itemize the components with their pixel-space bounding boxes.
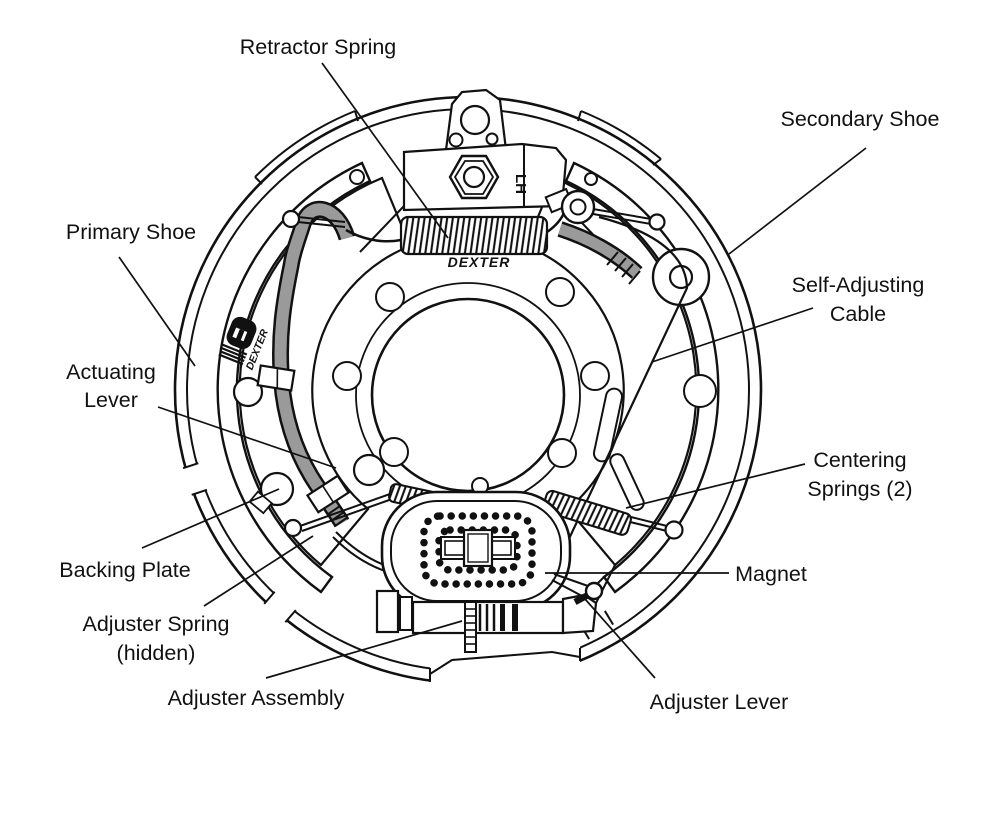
- leader-secondary-shoe: [728, 147, 867, 255]
- star-wheel-tooth: [500, 604, 505, 631]
- label-self-adjusting-2: Cable: [830, 302, 886, 326]
- centering-spring-right: [542, 489, 684, 540]
- leader-adjuster-spring: [203, 535, 314, 607]
- label-adjuster-spring-2: (hidden): [117, 641, 196, 665]
- magnet-dot-ring-outer: [420, 512, 536, 588]
- leader-retractor-spring: [321, 62, 449, 239]
- leader-lines: [118, 62, 867, 679]
- actuating-lever: [256, 200, 356, 528]
- flange-hole: [379, 437, 409, 467]
- shoe-guide-clip: [256, 364, 296, 392]
- primary-shoe: [216, 161, 372, 594]
- spring-brand-text: DEXTER: [448, 254, 511, 270]
- flange-hole: [547, 438, 577, 468]
- label-actuating-2: Lever: [84, 388, 138, 412]
- retractor-spring: DEXTER: [345, 210, 567, 270]
- hex-nut: [448, 154, 500, 200]
- leader-centering-springs: [625, 463, 806, 509]
- adjuster-assembly: [375, 589, 598, 653]
- leader-adjuster-assembly: [265, 620, 463, 679]
- backing-plate-embosses: [232, 169, 598, 515]
- label-centering-1: Centering: [813, 448, 906, 472]
- leader-adjuster-lever: [584, 598, 656, 679]
- flange-hole: [332, 361, 362, 391]
- leader-actuating-lever: [157, 406, 337, 469]
- star-wheel-tooth: [512, 604, 518, 631]
- hub: [332, 277, 610, 508]
- label-primary-shoe: Primary Shoe: [66, 220, 196, 244]
- anchor-pin: [544, 187, 666, 231]
- label-adjuster-spring-1: Adjuster Spring: [83, 612, 230, 636]
- label-retractor-spring: Retractor Spring: [240, 35, 397, 59]
- label-centering-2: Springs (2): [807, 477, 912, 501]
- hand-marking-lh: LH: [512, 174, 529, 194]
- adjuster-lever-pin: [584, 581, 604, 601]
- label-secondary-shoe: Secondary Shoe: [781, 107, 940, 131]
- label-adjuster-lever: Adjuster Lever: [650, 690, 789, 714]
- leader-primary-shoe: [118, 256, 196, 367]
- label-adjuster-assembly: Adjuster Assembly: [168, 686, 345, 710]
- leader-self-adjusting-cable: [651, 307, 814, 363]
- adjuster-lever: [551, 573, 604, 605]
- flange-hole: [545, 277, 575, 307]
- label-self-adjusting-1: Self-Adjusting: [792, 273, 925, 297]
- label-magnet: Magnet: [735, 562, 807, 586]
- anchor-post-hole: [459, 104, 491, 136]
- adjuster-screw: [464, 601, 477, 653]
- callout-labels: Retractor Spring Secondary Shoe Primary …: [59, 35, 939, 714]
- lever-pivot-pin: [281, 209, 301, 229]
- lever-arm-right: [557, 221, 643, 285]
- self-adjusting-cable: [550, 215, 689, 578]
- magnet: [380, 490, 572, 612]
- anchor-bracket: LH: [359, 88, 605, 253]
- label-actuating-1: Actuating: [66, 360, 156, 384]
- magnet-dot-ring-inner: [435, 526, 521, 574]
- flange-hole: [580, 361, 610, 391]
- label-backing-plate: Backing Plate: [59, 558, 190, 582]
- flange-hole: [375, 282, 405, 312]
- leader-backing-plate: [141, 488, 280, 549]
- cable-guide: [651, 247, 711, 307]
